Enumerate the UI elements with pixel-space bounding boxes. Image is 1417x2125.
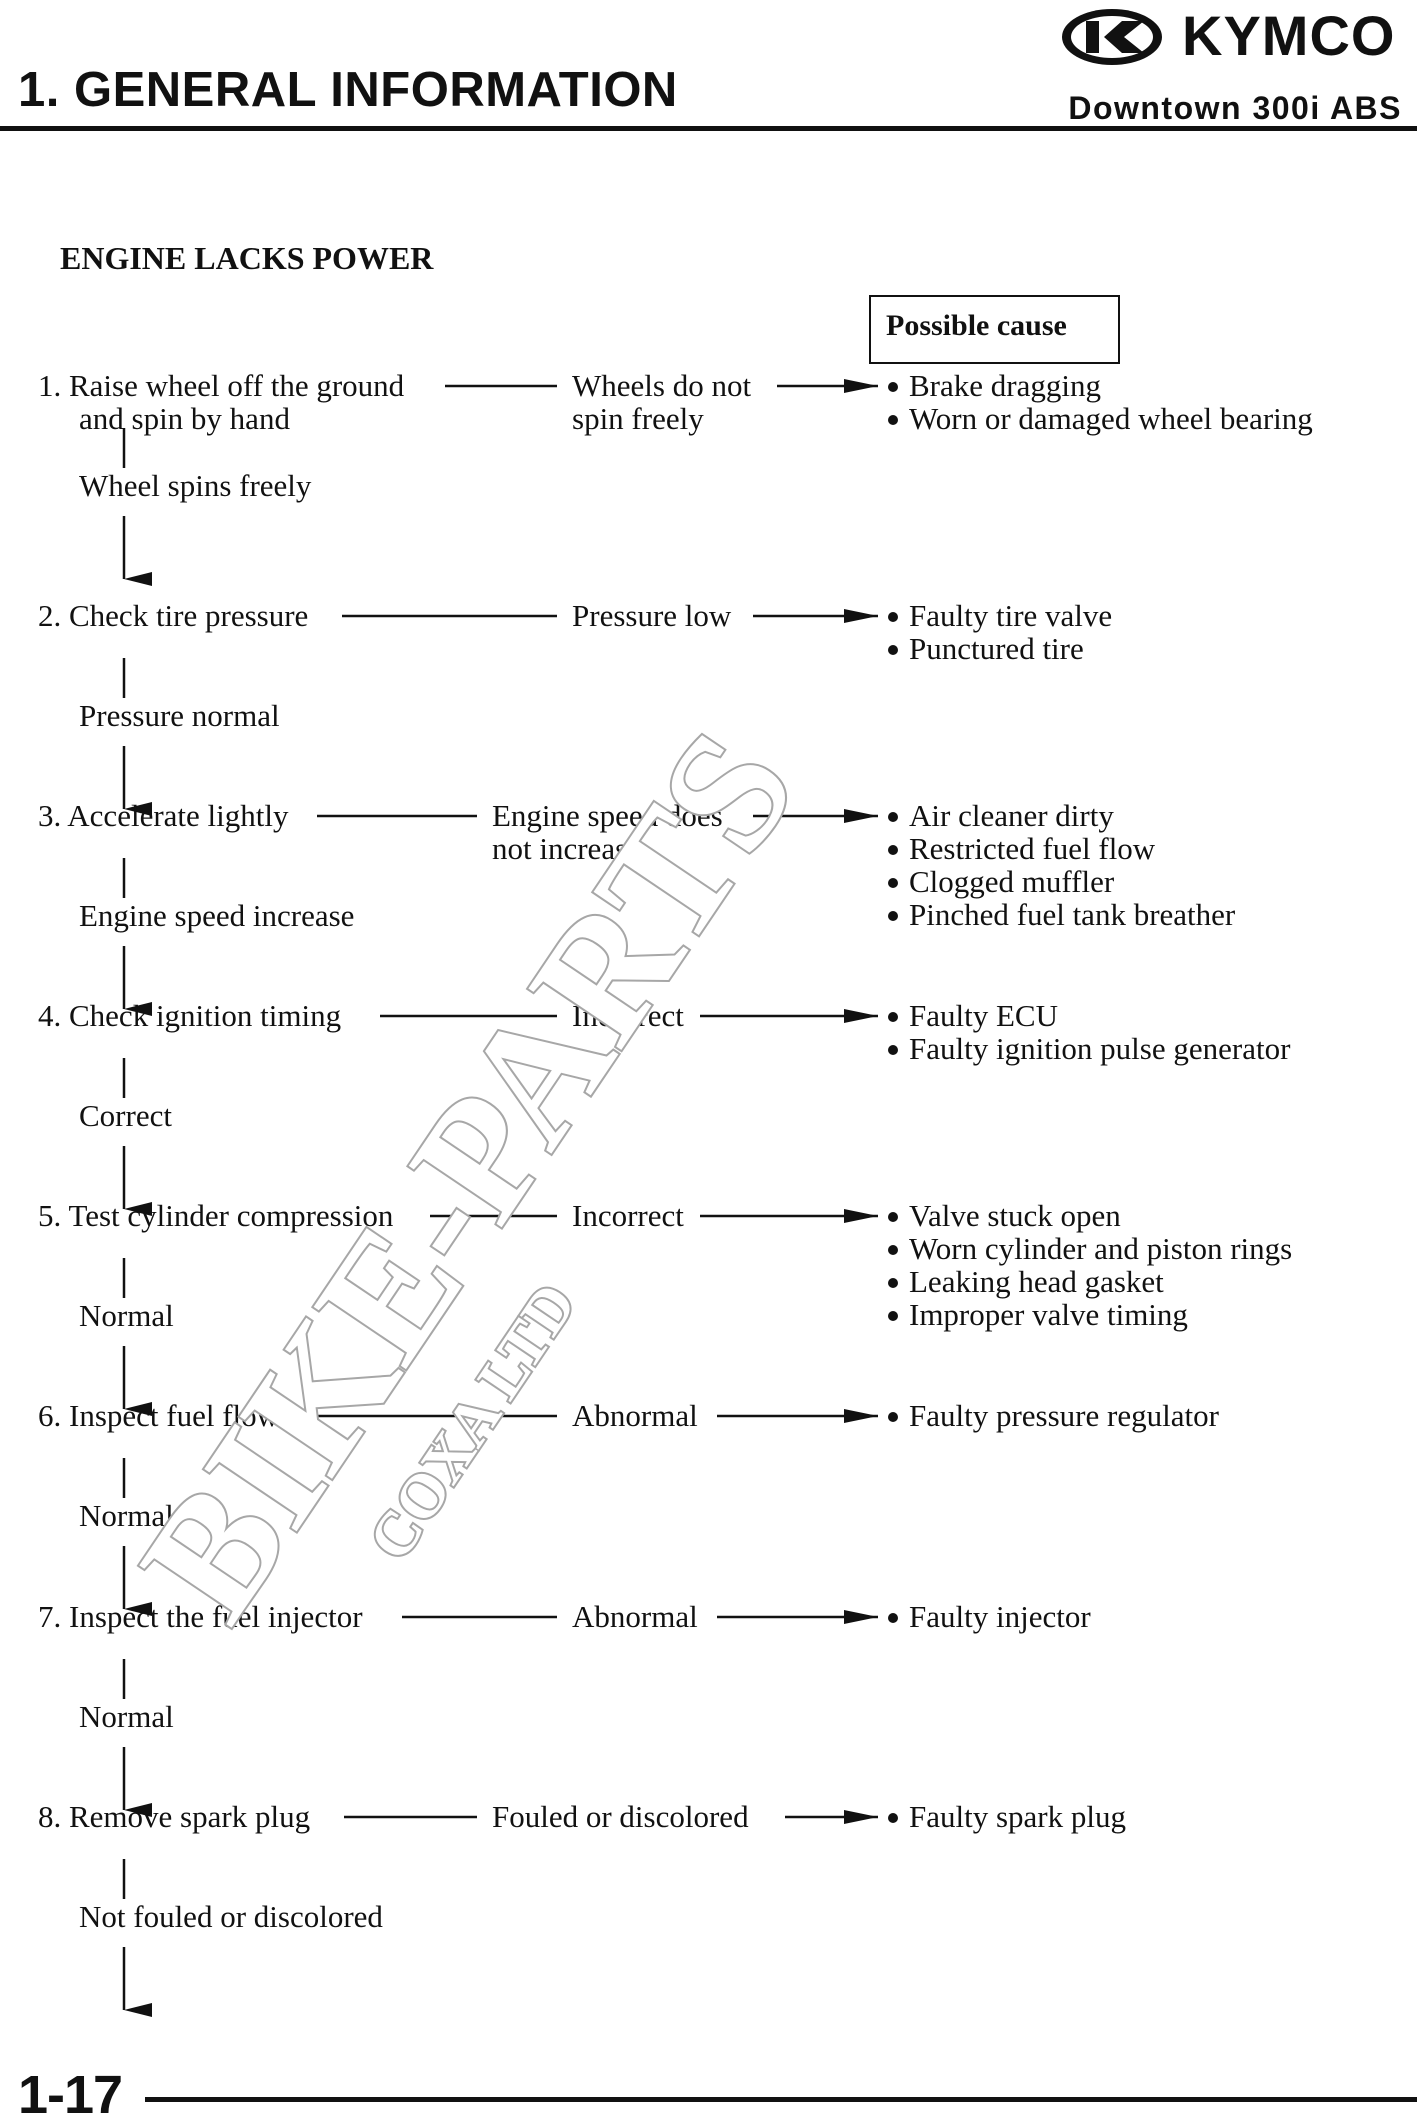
bullet-icon <box>888 1045 898 1055</box>
bullet-icon <box>888 415 898 425</box>
section-title: ENGINE LACKS POWER <box>60 240 434 276</box>
step-result: not increase <box>492 831 641 866</box>
flow-next-label: Normal <box>79 1298 174 1333</box>
footer-rule <box>145 2097 1417 2102</box>
step-label: 1. Raise wheel off the ground <box>38 368 405 403</box>
bullet-icon <box>888 1813 898 1823</box>
bullet-icon <box>888 1613 898 1623</box>
flow-step: 5. Test cylinder compression Incorrect Val… <box>38 1198 1292 1416</box>
step-label: 4. Check ignition timing <box>38 998 341 1033</box>
bullet-icon <box>888 845 898 855</box>
bullet-icon <box>888 1245 898 1255</box>
step-label: 2. Check tire pressure <box>38 598 308 633</box>
flow-next-label: Engine speed increase <box>79 898 354 933</box>
step-label: 7. Inspect the fuel injector <box>38 1599 363 1634</box>
bullet-icon <box>888 812 898 822</box>
step-result: Pressure low <box>572 598 732 633</box>
possible-cause-item: Faulty ignition pulse generator <box>909 1031 1291 1066</box>
step-label: 3. Accelerate lightly <box>38 798 289 833</box>
possible-cause-item: Faulty pressure regulator <box>909 1398 1220 1433</box>
step-label: 6. Inspect fuel flow <box>38 1398 280 1433</box>
kymco-logo-text: KYMCO <box>1182 4 1396 67</box>
model-name: Downtown 300i ABS <box>1068 90 1402 126</box>
bullet-icon <box>888 612 898 622</box>
possible-cause-item: Faulty tire valve <box>909 598 1112 633</box>
flow-step: 7. Inspect the fuel injector Abnormal Faul… <box>38 1599 1091 1817</box>
page-number: 1-17 <box>18 2065 123 2125</box>
flow-next-label: Correct <box>79 1098 172 1133</box>
step-label: and spin by hand <box>79 401 290 436</box>
bullet-icon <box>888 911 898 921</box>
possible-cause-box <box>869 295 1120 364</box>
flow-next-label: Pressure normal <box>79 698 280 733</box>
possible-cause-item: Pinched fuel tank breather <box>909 897 1236 932</box>
step-result: spin freely <box>572 401 704 436</box>
possible-cause-item: Valve stuck open <box>909 1198 1121 1233</box>
possible-cause-item: Worn or damaged wheel bearing <box>909 401 1313 436</box>
flow-next-label: Normal <box>79 1498 174 1533</box>
step-result: Abnormal <box>572 1398 698 1433</box>
step-result: Incorrect <box>572 998 684 1033</box>
step-result: Incorrect <box>572 1198 684 1233</box>
bullet-icon <box>888 1311 898 1321</box>
possible-cause-item: Clogged muffler <box>909 864 1115 899</box>
step-result: Fouled or discolored <box>492 1799 749 1834</box>
possible-cause-item: Brake dragging <box>909 368 1101 403</box>
possible-cause-item: Punctured tire <box>909 631 1084 666</box>
step-result: Wheels do not <box>572 368 751 403</box>
step-result: Engine speed does <box>492 798 723 833</box>
flow-next-label: Not fouled or discolored <box>79 1899 383 1934</box>
kymco-emblem-icon <box>1062 9 1162 65</box>
possible-cause-label: Possible cause <box>886 309 1067 342</box>
flow-step: 8. Remove spark plug Fouled or discolored… <box>38 1799 1126 2017</box>
bullet-icon <box>888 382 898 392</box>
header-rule <box>0 126 1417 131</box>
possible-cause-item: Improper valve timing <box>909 1297 1188 1332</box>
flow-next-label: Wheel spins freely <box>79 468 312 503</box>
step-result: Abnormal <box>572 1599 698 1634</box>
flow-step: 3. Accelerate lightly Engine speed doesno… <box>38 798 1236 1016</box>
bullet-icon <box>888 1278 898 1288</box>
flow-step: 6. Inspect fuel flow Abnormal Faulty press… <box>38 1398 1220 1616</box>
possible-cause-item: Restricted fuel flow <box>909 831 1156 866</box>
kymco-logo: KYMCO <box>1060 6 1412 68</box>
possible-cause-item: Leaking head gasket <box>909 1264 1164 1299</box>
possible-cause-item: Air cleaner dirty <box>909 798 1114 833</box>
possible-cause-item: Faulty injector <box>909 1599 1091 1634</box>
chapter-title: 1. GENERAL INFORMATION <box>18 63 678 117</box>
flow-next-label: Normal <box>79 1699 174 1734</box>
possible-cause-item: Faulty spark plug <box>909 1799 1126 1834</box>
step-label: 8. Remove spark plug <box>38 1799 310 1834</box>
step-label: 5. Test cylinder compression <box>38 1198 394 1233</box>
bullet-icon <box>888 1412 898 1422</box>
possible-cause-item: Faulty ECU <box>909 998 1058 1033</box>
bullet-icon <box>888 645 898 655</box>
bullet-icon <box>888 1012 898 1022</box>
flow-step: 2. Check tire pressure Pressure low Faulty… <box>38 598 1112 816</box>
bullet-icon <box>888 878 898 888</box>
bullet-icon <box>888 1212 898 1222</box>
possible-cause-item: Worn cylinder and piston rings <box>909 1231 1292 1266</box>
